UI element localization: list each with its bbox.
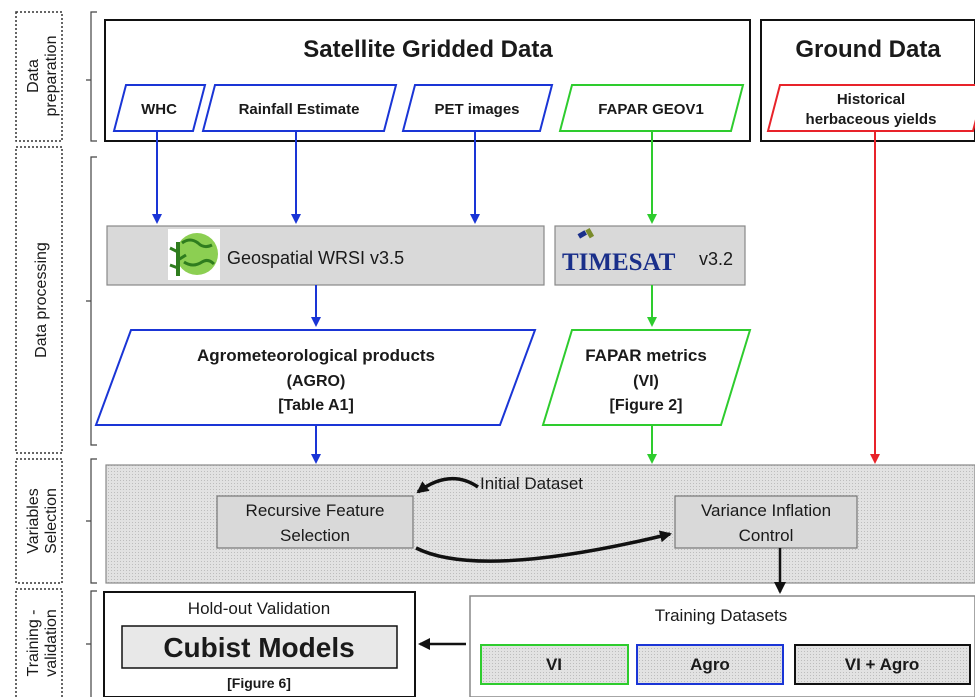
timesat-version: v3.2 — [699, 249, 733, 269]
vic-label-line2: Control — [739, 526, 794, 545]
satellite-icon — [577, 228, 595, 239]
phase-label-line2: Selection — [43, 488, 60, 554]
phase-label-line1: Training - — [25, 610, 42, 677]
wrsi-box: Geospatial WRSI v3.5 — [106, 225, 545, 286]
training-datasets-title: Training Datasets — [655, 606, 788, 625]
vi-products-box: FAPAR metrics (VI) [Figure 2] — [541, 329, 752, 426]
phase-label-line2: validation — [43, 609, 60, 677]
timesat-box: TIMESAT v3.2 — [554, 225, 746, 286]
satellite-title: Satellite Gridded Data — [303, 36, 553, 63]
arrow-initial-rfs — [416, 476, 479, 494]
phase-data-preparation: Data preparation — [15, 11, 63, 142]
vi-code: (VI) — [633, 373, 659, 390]
phase-training-validation: Training - validation — [15, 588, 63, 697]
holdout-validation-box: Hold-out Validation Cubist Models [Figur… — [103, 591, 416, 697]
input-arrows — [152, 131, 880, 464]
phase-brackets — [86, 11, 97, 697]
initial-dataset-label: Initial Dataset — [480, 474, 583, 493]
phase-variables-selection: Variables Selection — [15, 458, 63, 584]
agro-ref: [Table A1] — [278, 397, 354, 414]
vi-ref: [Figure 2] — [610, 397, 683, 414]
selection-arrows — [415, 476, 786, 594]
phase-label-line1: Variables — [25, 488, 42, 554]
arrow-rfs-vic — [415, 530, 672, 563]
cubist-models-box — [121, 625, 398, 669]
rainfall-label: Rainfall Estimate — [239, 101, 360, 118]
cubist-label: Cubist Models — [163, 632, 354, 663]
rfs-label-line2: Selection — [280, 526, 350, 545]
fapar-geov1-input: FAPAR GEOV1 — [558, 84, 745, 132]
pet-label: PET images — [434, 101, 519, 118]
phase-label-line1: Data — [25, 59, 42, 93]
holdout-label: Hold-out Validation — [188, 599, 330, 618]
processing-arrows — [311, 285, 657, 327]
pet-images-input: PET images — [401, 84, 554, 132]
vi-title: FAPAR metrics — [585, 346, 707, 365]
phase-label-line2: preparation — [43, 36, 60, 117]
agro-code: (AGRO) — [287, 373, 346, 390]
vic-label-line1: Variance Inflation — [701, 501, 831, 520]
dataset-agro-label: Agro — [690, 655, 730, 674]
dataset-vi-agro: VI + Agro — [794, 644, 971, 685]
phase-label: Data processing — [33, 242, 50, 358]
whc-label: WHC — [141, 101, 177, 118]
rfs-box: Recursive Feature Selection — [216, 495, 414, 549]
historical-yields-input: Historical herbaceous yields — [766, 84, 975, 132]
fapar-label: FAPAR GEOV1 — [598, 101, 704, 118]
rainfall-estimate-input: Rainfall Estimate — [201, 84, 398, 132]
dataset-vi: VI — [480, 644, 629, 685]
rfs-label-line1: Recursive Feature — [246, 501, 385, 520]
dataset-vi-label: VI — [546, 655, 562, 674]
wrsi-label: Geospatial WRSI v3.5 — [227, 248, 404, 268]
yields-label-line2: herbaceous yields — [806, 111, 937, 128]
yields-label-line1: Historical — [837, 91, 905, 108]
ground-title: Ground Data — [795, 36, 941, 63]
plant-globe-icon — [168, 229, 220, 280]
whc-input: WHC — [112, 84, 207, 132]
agro-title: Agrometeorological products — [197, 346, 435, 365]
agro-products-box: Agrometeorological products (AGRO) [Tabl… — [94, 329, 537, 426]
vic-box: Variance Inflation Control — [674, 495, 858, 549]
dataset-vi-agro-label: VI + Agro — [845, 655, 919, 674]
phase-data-processing: Data processing — [15, 146, 63, 454]
dataset-agro: Agro — [636, 644, 784, 685]
timesat-logo: TIMESAT — [562, 249, 676, 276]
product-arrows — [311, 425, 657, 464]
cubist-figure-ref: [Figure 6] — [227, 675, 291, 691]
